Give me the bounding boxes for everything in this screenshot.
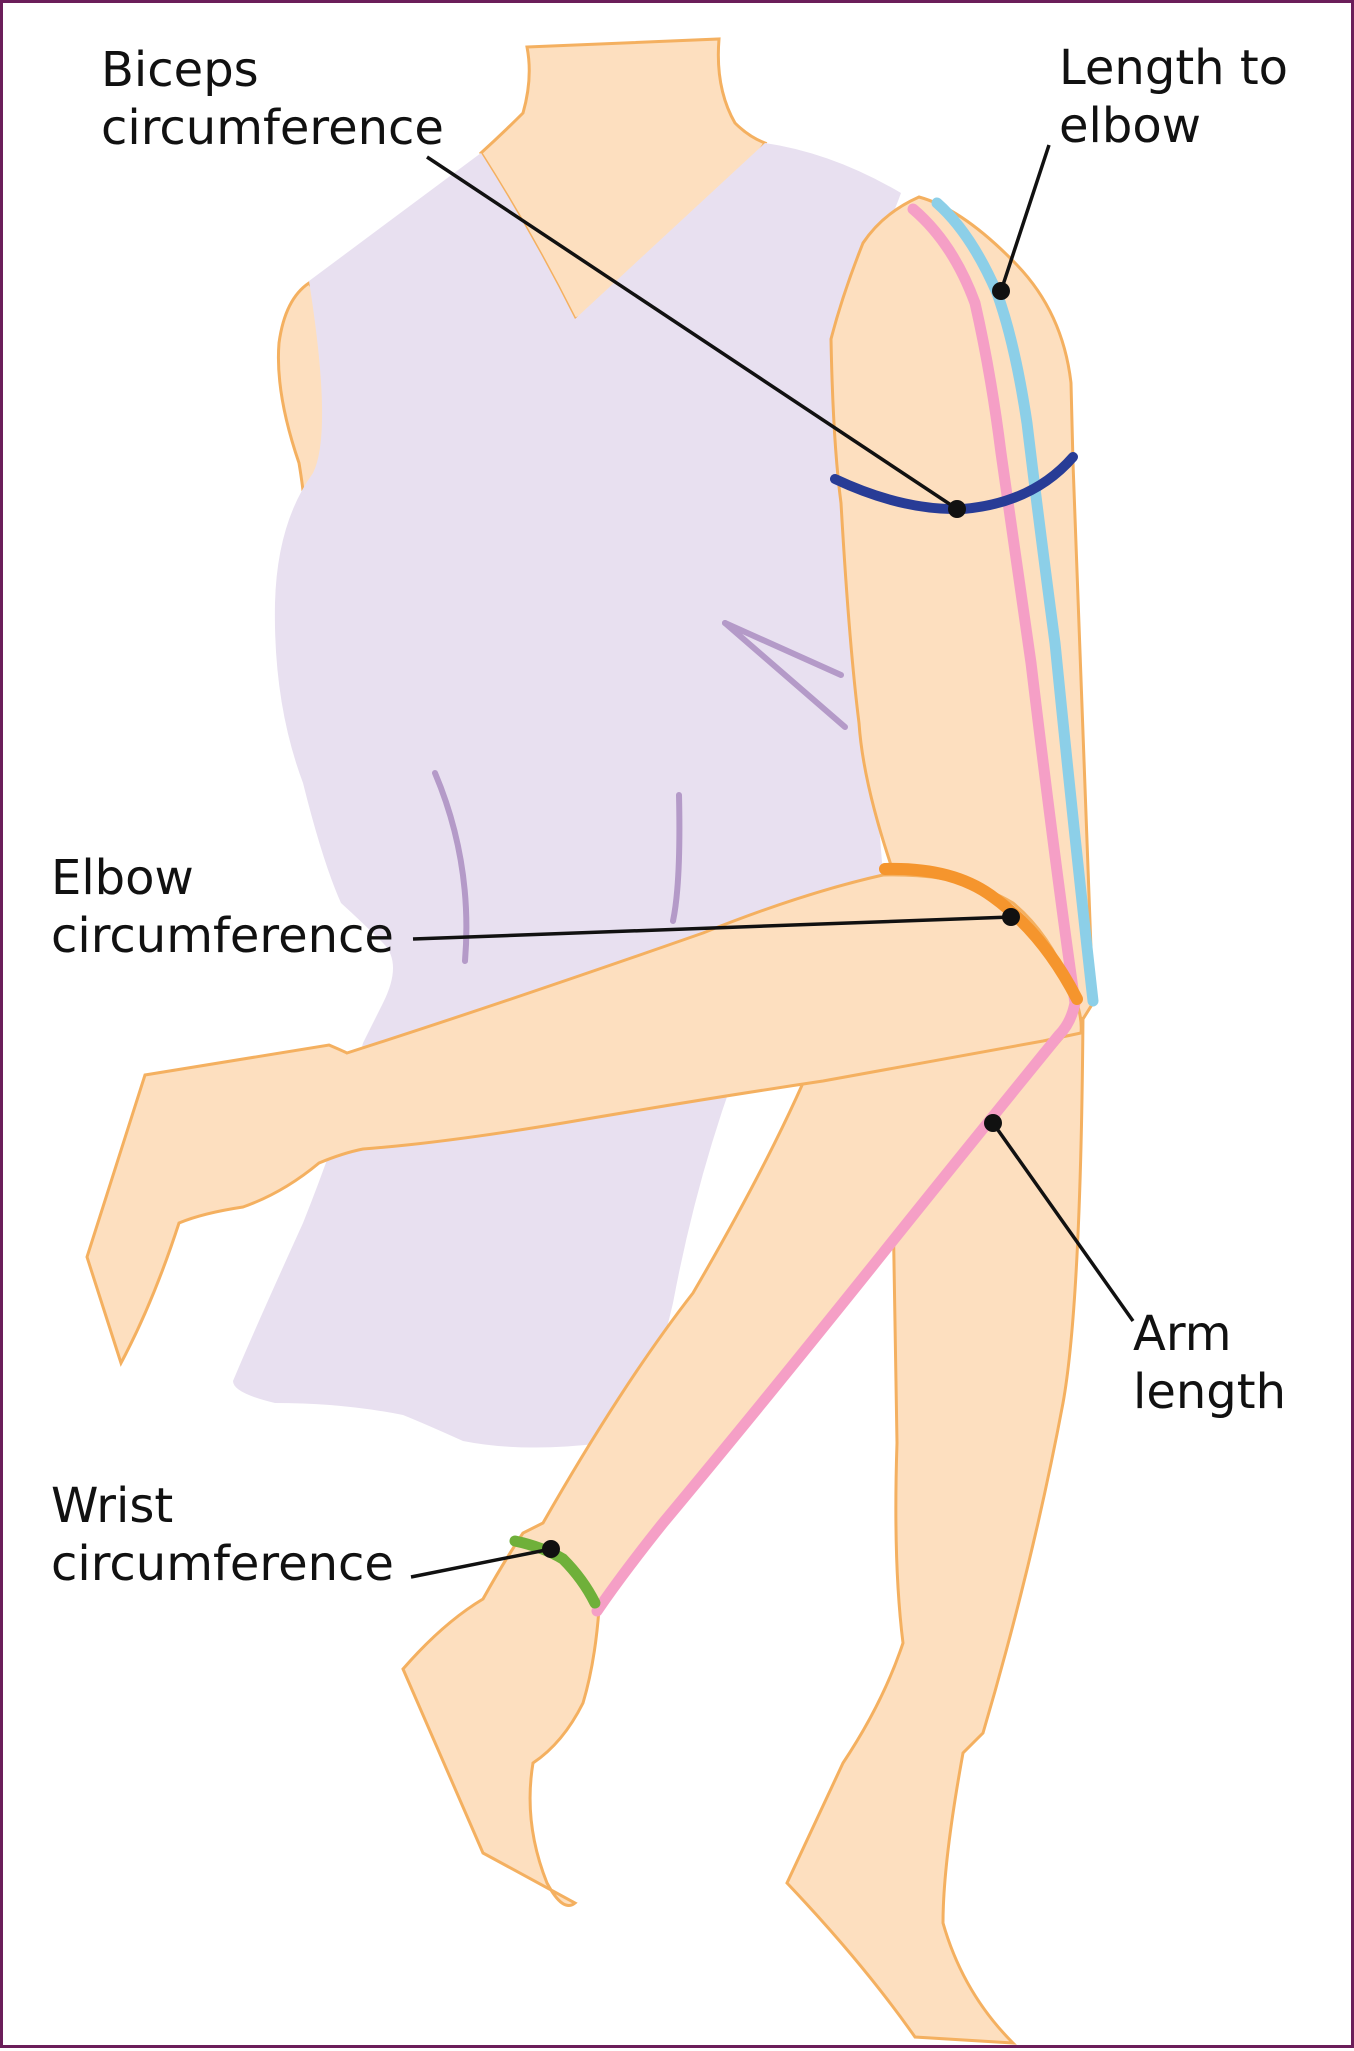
shirt-fold [722,620,848,730]
label-line: circumference [51,1536,394,1592]
wrist-leader [410,1547,552,1579]
label-line: Arm [1133,1306,1232,1362]
extended-forearm [85,873,1083,1367]
label-line: circumference [51,908,394,964]
label-line: circumference [101,100,444,156]
elbow-circumference-line [879,862,1083,1005]
wrist-circumference-label: Wrist circumference [51,1477,394,1593]
label-line: Elbow [51,850,194,906]
length-to-elbow-dot [992,282,1010,300]
label-line: Biceps [101,42,259,98]
arm-length-dot [984,1114,1002,1132]
elbow-dot [1002,908,1020,926]
label-line: Wrist [51,1478,174,1534]
elbow-leader [412,915,1012,941]
label-line: elbow [1059,98,1201,154]
biceps-dot [948,500,966,518]
label-line: length [1133,1364,1286,1420]
wrist-circumference-line [509,1535,601,1609]
label-line: Length to [1059,40,1289,96]
shirt-fold [670,792,683,924]
biceps-leader [426,155,958,511]
arm-length-label: Arm length [1133,1305,1286,1421]
biceps-circumference-label: Biceps circumference [101,41,444,157]
illustration [85,37,1135,2045]
arm-length-line [591,203,1081,1617]
length-to-elbow-label: Length to elbow [1059,39,1288,155]
arm-length-leader [991,1121,1135,1323]
elbow-circumference-label: Elbow circumference [51,849,394,965]
wrist-dot [542,1540,560,1558]
length-to-elbow-leader [999,144,1051,292]
shirt-fold [722,620,844,678]
forearm-back [760,1001,1085,2045]
